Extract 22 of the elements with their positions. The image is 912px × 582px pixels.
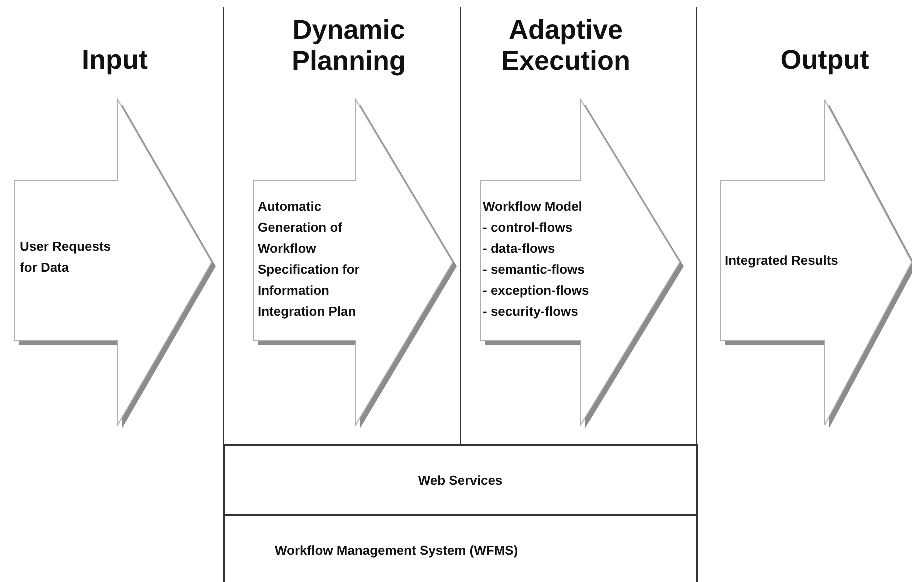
arrow-text: User Requests for Data: [20, 238, 112, 277]
list-item: - exception-flows: [483, 282, 590, 300]
layer-band: [223, 514, 698, 582]
band-label: Workflow Management System (WFMS): [275, 542, 518, 560]
arrow-text: Integrated Results: [725, 252, 840, 270]
list-item: - semantic-flows: [483, 261, 586, 279]
process-step-shape: [721, 100, 912, 430]
arrow-text: Workflow Model: [483, 198, 584, 216]
column-heading: Adaptive Execution: [500, 15, 632, 77]
list-item: - security-flows: [483, 303, 580, 321]
band-label: Web Services: [417, 472, 504, 490]
process-step-shape: [254, 100, 459, 430]
column-heading: Input: [81, 45, 149, 76]
process-step-shape: [481, 100, 686, 430]
column-heading: Output: [780, 45, 870, 76]
layer-band: [223, 444, 698, 516]
list-item: - control-flows: [483, 219, 574, 237]
arrow-text: Automatic Generation of Workflow Specification for Information Integration Plan: [258, 198, 361, 321]
list-item: - data-flows: [483, 240, 556, 258]
column-heading: Dynamic Planning: [291, 15, 407, 77]
column-panel: [223, 7, 461, 445]
process-step-shape: [15, 100, 218, 430]
